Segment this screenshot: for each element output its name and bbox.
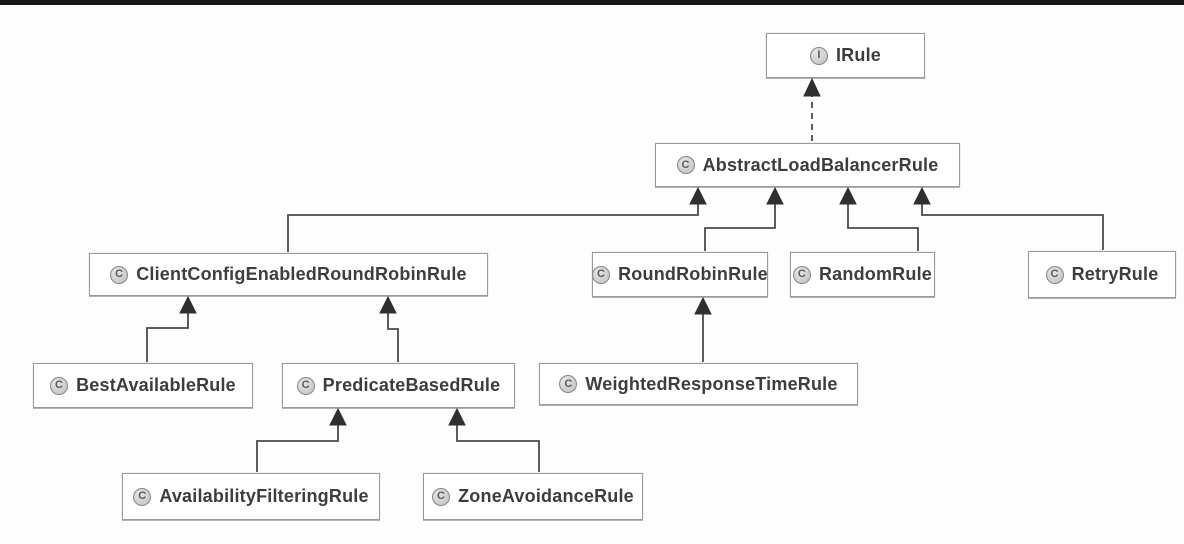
- class-node-label: ZoneAvoidanceRule: [458, 486, 634, 506]
- class-node-AbstractLoadBalancerRule: C AbstractLoadBalancerRule: [655, 143, 960, 187]
- edge-PredicateBasedRule-extends-ClientConfigEnabledRoundRobinRule: [379, 295, 399, 362]
- arrowhead-extends-abstract-2: [766, 186, 784, 205]
- arrowhead-extends-abstract-1: [689, 186, 707, 205]
- class-node-RetryRule: C RetryRule: [1028, 251, 1176, 298]
- edge-RandomRule-extends-AbstractLoadBalancerRule: [839, 186, 919, 251]
- page-top-rule: [0, 0, 1184, 5]
- class-icon: C: [50, 376, 69, 395]
- edge-AbstractLoadBalancerRule-implements-IRule: [803, 77, 821, 141]
- class-node-AvailabilityFilteringRule: C AvailabilityFilteringRule: [122, 473, 380, 520]
- class-node-ZoneAvoidanceRule: C ZoneAvoidanceRule: [423, 473, 643, 520]
- class-node-RoundRobinRule: C RoundRobinRule: [592, 252, 768, 297]
- class-node-label: AbstractLoadBalancerRule: [702, 154, 939, 175]
- class-icon: C: [592, 265, 611, 284]
- class-icon: C: [133, 487, 152, 506]
- edge-BestAvailableRule-extends-ClientConfigEnabledRoundRobinRule: [146, 295, 197, 362]
- class-node-label: RandomRule: [818, 264, 932, 284]
- interface-node-IRule: I IRule: [766, 33, 925, 78]
- edge-ClientConfigEnabledRoundRobinRule-extends-AbstractLoadBalancerRule: [287, 186, 707, 252]
- class-node-label: PredicateBasedRule: [322, 375, 501, 395]
- edge-AvailabilityFilteringRule-extends-PredicateBasedRule: [256, 407, 347, 472]
- class-icon: C: [432, 487, 451, 506]
- edge-WeightedResponseTimeRule-extends-RoundRobinRule: [694, 296, 712, 362]
- arrowhead-extends-predicate-1: [329, 407, 347, 426]
- class-node-ClientConfigEnabledRoundRobinRule: C ClientConfigEnabledRoundRobinRule: [89, 253, 488, 296]
- class-node-label: BestAvailableRule: [76, 375, 236, 395]
- edge-RoundRobinRule-extends-AbstractLoadBalancerRule: [704, 186, 784, 251]
- arrowhead-extends-roundrobin: [694, 296, 712, 315]
- class-node-label: RetryRule: [1071, 264, 1159, 284]
- class-icon: C: [1045, 265, 1064, 284]
- class-icon: C: [296, 376, 315, 395]
- interface-icon: I: [809, 46, 828, 65]
- class-node-label: WeightedResponseTimeRule: [585, 373, 838, 394]
- class-node-RandomRule: C RandomRule: [790, 252, 935, 297]
- class-node-WeightedResponseTimeRule: C WeightedResponseTimeRule: [539, 363, 858, 405]
- class-icon: C: [676, 156, 695, 174]
- arrowhead-extends-clientcfg-2: [379, 295, 397, 314]
- class-node-label: AvailabilityFilteringRule: [159, 486, 369, 506]
- arrowhead-implements-irule: [803, 77, 821, 97]
- arrowhead-extends-abstract-3: [839, 186, 857, 205]
- interface-node-label: IRule: [835, 45, 881, 65]
- edge-RetryRule-extends-AbstractLoadBalancerRule: [913, 186, 1104, 250]
- arrowhead-extends-clientcfg-1: [179, 295, 197, 314]
- class-icon: C: [110, 265, 129, 284]
- edge-ZoneAvoidanceRule-extends-PredicateBasedRule: [448, 407, 540, 472]
- class-node-label: RoundRobinRule: [618, 264, 768, 284]
- class-node-BestAvailableRule: C BestAvailableRule: [33, 363, 253, 408]
- class-node-label: ClientConfigEnabledRoundRobinRule: [136, 264, 467, 284]
- arrowhead-extends-abstract-4: [913, 186, 931, 205]
- class-icon: C: [792, 265, 811, 284]
- class-icon: C: [559, 375, 578, 393]
- class-node-PredicateBasedRule: C PredicateBasedRule: [282, 363, 515, 408]
- arrowhead-extends-predicate-2: [448, 407, 466, 426]
